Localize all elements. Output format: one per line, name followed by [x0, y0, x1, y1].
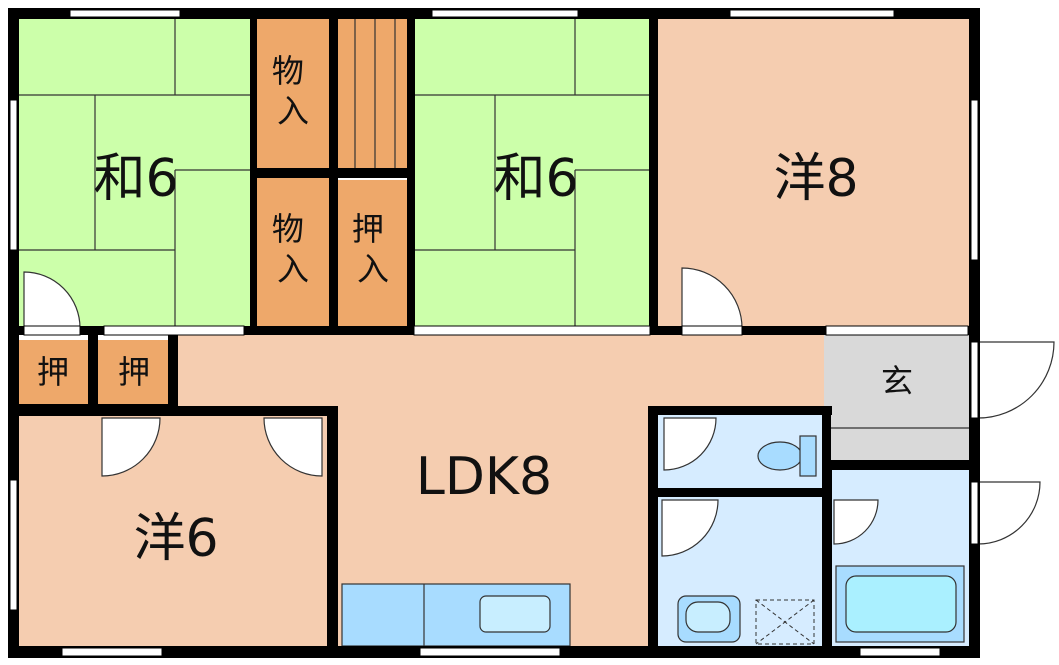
room-label-yoshitsu8: 洋8	[773, 149, 858, 209]
toilet-bowl	[757, 441, 803, 471]
opening-washitsu-mid	[413, 325, 651, 336]
door-swing-entrance	[977, 341, 1055, 419]
room-label-monoire-top: 物 入	[272, 52, 314, 130]
oshiire1-floor	[18, 340, 88, 406]
room-label-ldk: LDK8	[416, 447, 552, 507]
monoire-bottom-floor	[256, 176, 331, 328]
door-swing-bathroom	[833, 499, 879, 545]
door-swing-washroom	[661, 499, 719, 557]
opening-washitsu-left	[23, 325, 81, 336]
toilet-tank	[799, 435, 817, 477]
window-right-1	[970, 99, 979, 261]
window-top-1	[69, 9, 181, 18]
bathtub-inner	[845, 575, 957, 633]
door-swing-toilet	[663, 417, 717, 471]
oshiire-mid-floor	[338, 180, 408, 328]
laundry-space	[755, 599, 815, 645]
opening-genkan-top	[825, 325, 969, 336]
room-label-genkan: 玄	[881, 362, 913, 400]
room-label-monoire-bottom: 物 入	[272, 210, 314, 288]
opening-yoshitsu8	[681, 325, 743, 336]
window-top-3	[729, 9, 895, 18]
washitsu-left-floor	[18, 18, 256, 328]
genkan-floor	[824, 334, 970, 464]
room-label-washitsu-mid: 和6	[493, 149, 578, 209]
opening-washitsu-left-2	[103, 325, 245, 336]
window-bottom-3	[859, 647, 941, 657]
bath-exterior-opening	[970, 481, 979, 545]
room-label-yoshitsu6: 洋6	[133, 509, 218, 569]
door-swing-bath-exterior	[977, 481, 1041, 545]
door-swing-yoshitsu6-left	[101, 417, 161, 477]
tatami-lines-mid	[414, 18, 654, 328]
room-label-oshiire-2: 押	[118, 353, 150, 391]
oshiire2-floor	[98, 340, 170, 406]
door-swing-yoshitsu6-right	[263, 417, 323, 477]
window-left-1	[9, 99, 18, 251]
entrance-opening	[970, 341, 979, 419]
door-swings	[23, 267, 1055, 557]
tatami-lines-left	[18, 18, 256, 328]
monoire-top-floor	[256, 18, 331, 170]
door-swing-washitsu-left	[23, 271, 81, 329]
window-bottom-1	[61, 647, 163, 657]
window-left-2	[9, 479, 18, 611]
windows	[9, 9, 979, 657]
window-top-2	[431, 9, 579, 18]
room-label-oshiire-mid: 押 入	[352, 210, 394, 288]
room-label-washitsu-left: 和6	[93, 149, 178, 209]
room-label-oshiire-1: 押	[37, 353, 69, 391]
washitsu-mid-floor	[414, 18, 654, 328]
door-swing-yoshitsu8	[681, 267, 743, 329]
washbasin-bowl	[685, 601, 731, 633]
kitchen-sink	[479, 595, 551, 633]
window-bottom-2	[419, 647, 561, 657]
stairs-lines	[354, 18, 396, 170]
